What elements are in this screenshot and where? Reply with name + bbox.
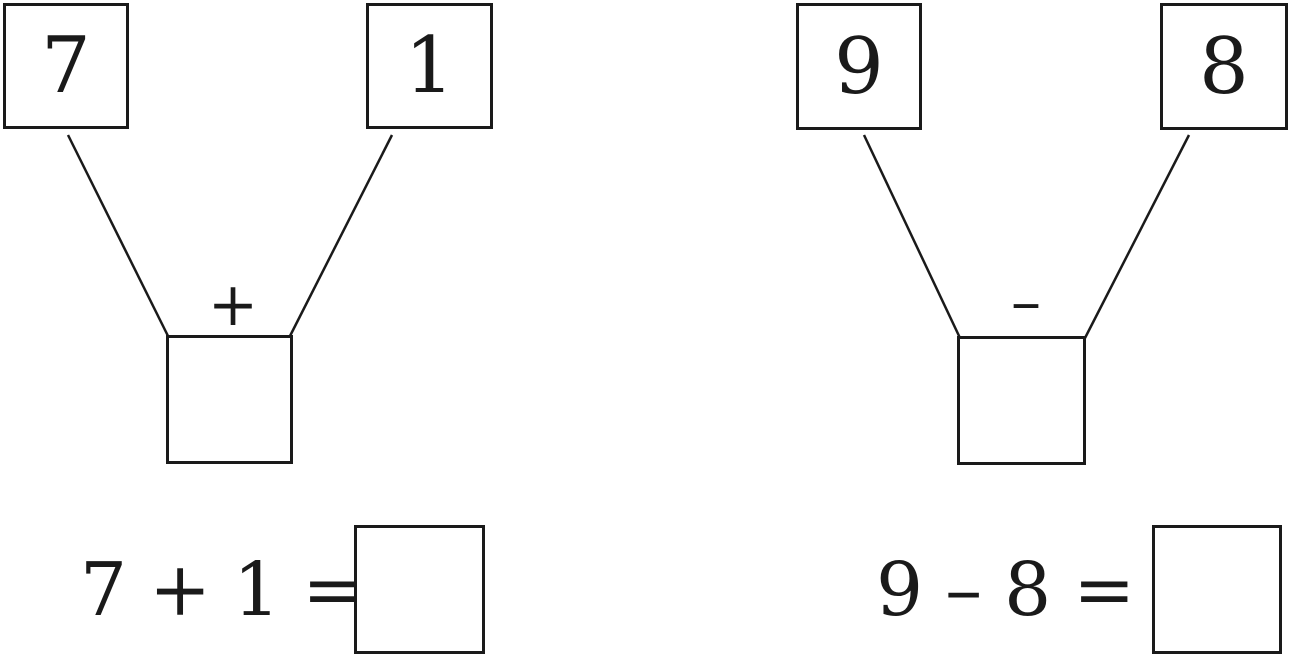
left-connector-line-a <box>66 134 170 337</box>
left-equation-operator: + <box>149 547 212 633</box>
left-equation-a: 7 <box>80 547 128 633</box>
left-answer-box[interactable] <box>166 335 293 464</box>
left-equation-b: 1 <box>233 547 281 633</box>
left-equation-equals: = <box>302 547 365 633</box>
right-top-right-number: 8 <box>1199 21 1249 112</box>
right-top-left-number-box: 9 <box>796 3 922 130</box>
right-equation: 9 – 8 = <box>876 530 1135 650</box>
left-equation: 7 + 1 = <box>80 530 364 650</box>
right-top-left-number: 9 <box>834 21 884 112</box>
left-top-right-number: 1 <box>404 21 455 111</box>
left-top-left-number: 7 <box>41 21 91 111</box>
right-equation-b: 8 <box>1004 547 1052 633</box>
left-operator-label: + <box>207 270 259 340</box>
right-equation-operator: – <box>945 547 983 633</box>
right-top-right-number-box: 8 <box>1160 3 1288 130</box>
right-connector-line-b <box>1083 134 1191 339</box>
right-answer-box[interactable] <box>957 336 1086 465</box>
right-equation-equals: = <box>1073 547 1136 633</box>
right-equation-a: 9 <box>876 547 924 633</box>
left-connector-line-b <box>288 134 394 337</box>
right-connector-line-a <box>862 134 962 339</box>
left-top-left-number-box: 7 <box>3 3 129 129</box>
right-equation-answer-box[interactable] <box>1152 525 1282 654</box>
left-equation-answer-box[interactable] <box>354 525 485 654</box>
right-operator-label: – <box>1011 267 1041 337</box>
left-top-right-number-box: 1 <box>366 3 493 129</box>
